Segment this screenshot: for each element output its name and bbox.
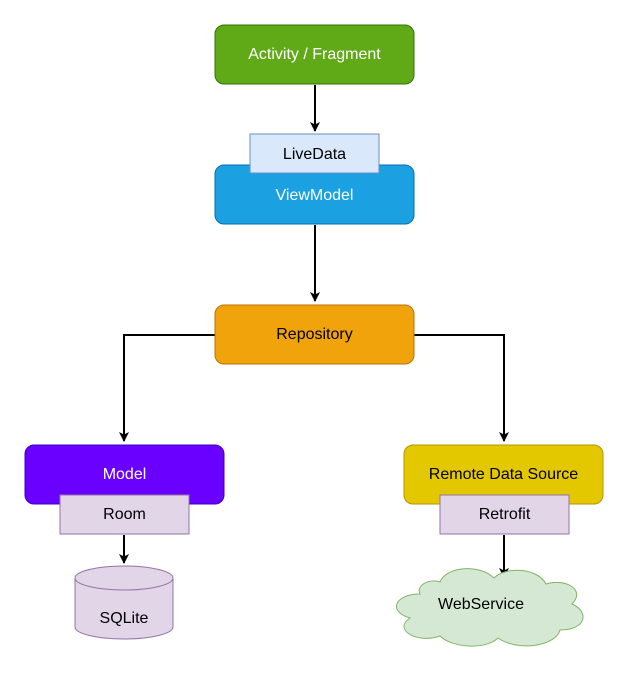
livedata-node: LiveData: [249, 133, 380, 174]
room-node: Room: [59, 494, 190, 535]
webservice-label: WebService: [438, 596, 524, 613]
cloud-icon: [396, 568, 584, 647]
webservice-cloud-node: WebService: [396, 568, 584, 647]
model-node: Model: [24, 444, 225, 505]
edge-repository-to-model: [119, 334, 215, 442]
model-label: Model: [103, 466, 147, 483]
edge-repository-to-remote: [414, 334, 509, 442]
edges: [119, 85, 509, 578]
repository-label: Repository: [276, 326, 352, 343]
sqlite-label: SQLite: [100, 610, 149, 627]
sqlite-database-node: SQLite: [74, 565, 174, 640]
repository-node: Repository: [214, 304, 415, 365]
remote-data-source-node: Remote Data Source: [403, 444, 604, 505]
activity-fragment-label: Activity / Fragment: [248, 46, 381, 63]
database-icon: [74, 577, 174, 591]
viewmodel-label: ViewModel: [276, 187, 354, 204]
room-label: Room: [103, 506, 146, 523]
retrofit-label: Retrofit: [479, 506, 531, 523]
retrofit-node: Retrofit: [439, 494, 570, 535]
activity-fragment-node: Activity / Fragment: [214, 24, 415, 85]
remote-data-source-label: Remote Data Source: [429, 466, 579, 483]
livedata-label: LiveData: [283, 146, 346, 163]
viewmodel-node: ViewModel: [214, 164, 415, 225]
